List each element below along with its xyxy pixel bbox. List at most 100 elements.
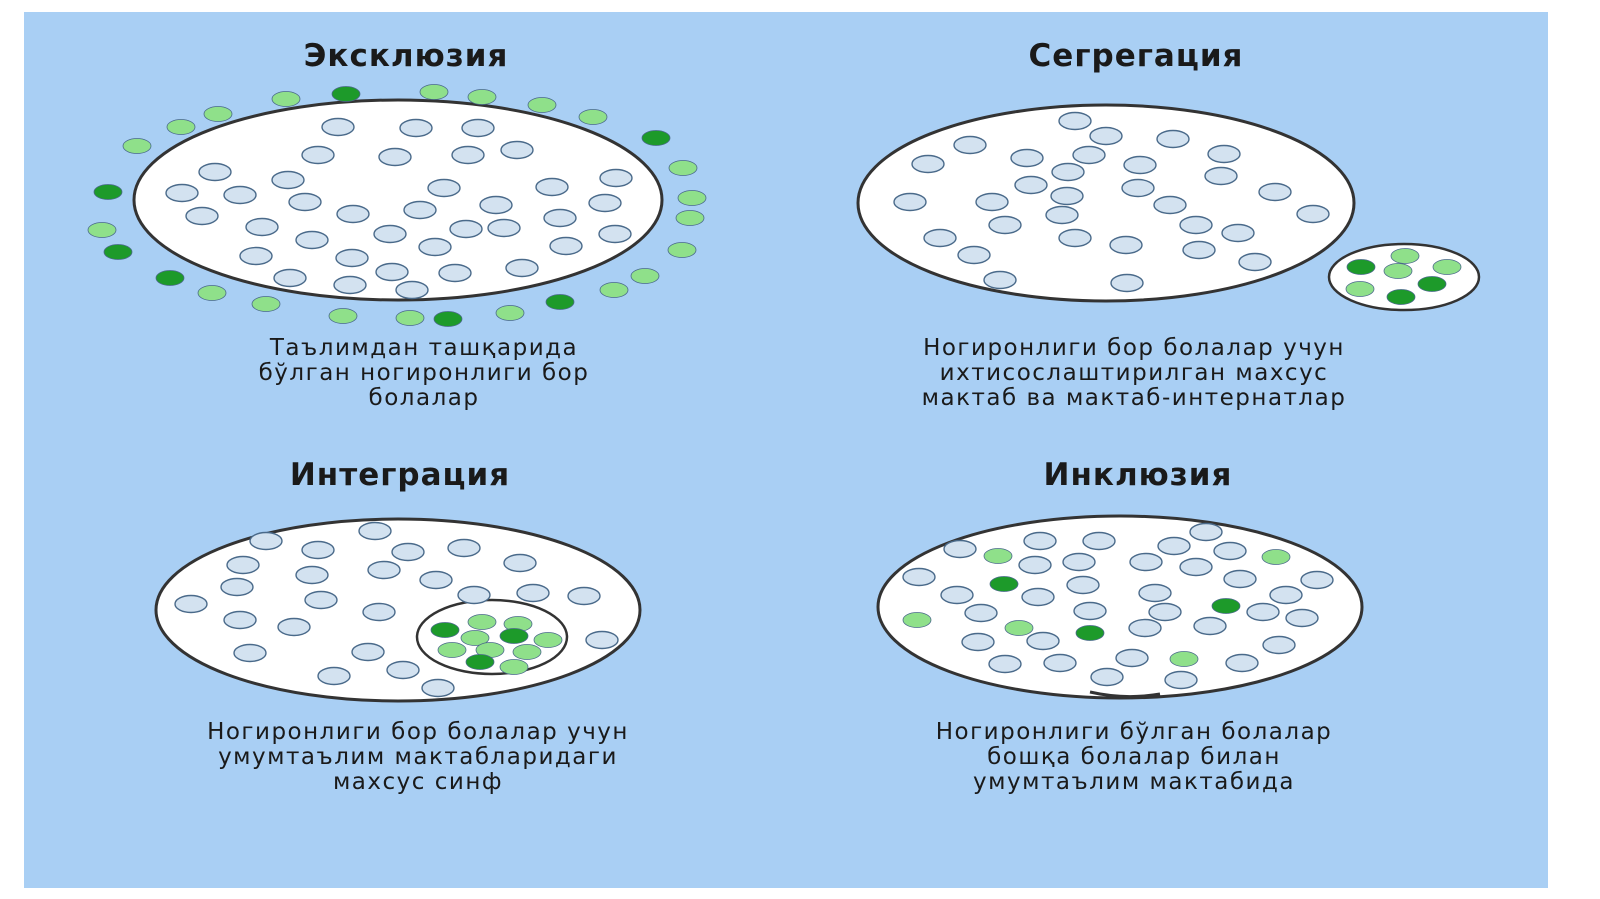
typical-child-dot xyxy=(438,263,472,283)
typical-child-dot xyxy=(245,217,279,237)
disabled-child-dot xyxy=(499,659,529,675)
disabled-child-dot xyxy=(93,184,123,200)
typical-child-dot xyxy=(1110,273,1144,293)
typical-child-dot xyxy=(1213,541,1247,561)
typical-child-dot xyxy=(367,560,401,580)
typical-child-dot xyxy=(421,678,455,698)
typical-child-dot xyxy=(1157,536,1191,556)
typical-child-dot xyxy=(419,570,453,590)
typical-child-dot xyxy=(1058,228,1092,248)
typical-child-dot xyxy=(1045,205,1079,225)
disabled-child-dot xyxy=(902,612,932,628)
typical-child-dot xyxy=(449,219,483,239)
typical-child-dot xyxy=(1164,670,1198,690)
typical-child-dot xyxy=(1073,601,1107,621)
typical-child-dot xyxy=(165,183,199,203)
typical-child-dot xyxy=(273,268,307,288)
caption-segregation: Ногиронлиги бор болалар учун ихтисослашт… xyxy=(784,336,1484,411)
typical-child-dot xyxy=(301,145,335,165)
disabled-child-dot xyxy=(677,190,707,206)
typical-child-dot xyxy=(1193,616,1227,636)
typical-child-dot xyxy=(295,565,329,585)
typical-child-dot xyxy=(301,540,335,560)
typical-child-dot xyxy=(975,192,1009,212)
typical-child-dot xyxy=(333,275,367,295)
typical-child-dot xyxy=(226,555,260,575)
typical-child-dot xyxy=(943,539,977,559)
typical-child-dot xyxy=(1179,215,1213,235)
typical-child-dot xyxy=(1018,555,1052,575)
disabled-child-dot xyxy=(465,654,495,670)
typical-child-dot xyxy=(1207,144,1241,164)
inclusion-outline-stroke xyxy=(1089,690,1161,699)
typical-child-dot xyxy=(1021,587,1055,607)
disabled-child-dot xyxy=(203,106,233,122)
disabled-child-dot xyxy=(1169,651,1199,667)
caption-line: Ногиронлиги бўлган болалар xyxy=(935,719,1333,745)
typical-child-dot xyxy=(233,643,267,663)
disabled-child-dot xyxy=(1432,259,1462,275)
disabled-child-dot xyxy=(578,109,608,125)
disabled-child-dot xyxy=(460,630,490,646)
disabled-child-dot xyxy=(1345,281,1375,297)
typical-child-dot xyxy=(1082,531,1116,551)
typical-child-dot xyxy=(911,154,945,174)
typical-child-dot xyxy=(1010,148,1044,168)
typical-child-dot xyxy=(1050,186,1084,206)
typical-child-dot xyxy=(451,145,485,165)
typical-child-dot xyxy=(447,538,481,558)
disabled-child-dot xyxy=(1075,625,1105,641)
disabled-child-dot xyxy=(197,285,227,301)
typical-child-dot xyxy=(940,585,974,605)
typical-child-dot xyxy=(220,577,254,597)
typical-child-dot xyxy=(223,185,257,205)
typical-child-dot xyxy=(1300,570,1334,590)
disabled-child-dot xyxy=(419,84,449,100)
caption-line: болалар xyxy=(368,385,480,411)
typical-child-dot xyxy=(239,246,273,266)
typical-child-dot xyxy=(599,168,633,188)
typical-child-dot xyxy=(1223,569,1257,589)
disabled-child-dot xyxy=(495,305,525,321)
typical-child-dot xyxy=(185,206,219,226)
typical-child-dot xyxy=(479,195,513,215)
typical-child-dot xyxy=(1115,648,1149,668)
typical-child-dot xyxy=(988,654,1022,674)
typical-child-dot xyxy=(1269,585,1303,605)
disabled-child-dot xyxy=(983,548,1013,564)
typical-child-dot xyxy=(1221,223,1255,243)
typical-child-dot xyxy=(1258,182,1292,202)
typical-child-dot xyxy=(598,224,632,244)
disabled-child-dot xyxy=(675,210,705,226)
caption-line: Ногиронлиги бор болалар учун xyxy=(207,719,629,745)
typical-child-dot xyxy=(1204,166,1238,186)
typical-child-dot xyxy=(391,542,425,562)
title-inclusion: Инклюзия xyxy=(1043,457,1233,493)
disabled-child-dot xyxy=(467,614,497,630)
disabled-child-dot xyxy=(155,270,185,286)
disabled-child-dot xyxy=(103,244,133,260)
disabled-child-dot xyxy=(512,644,542,660)
typical-child-dot xyxy=(403,200,437,220)
title-exclusion: Эксклюзия xyxy=(303,38,509,74)
typical-child-dot xyxy=(1090,667,1124,687)
disabled-child-dot xyxy=(533,632,563,648)
typical-child-dot xyxy=(174,594,208,614)
typical-child-dot xyxy=(1285,608,1319,628)
typical-child-dot xyxy=(1023,531,1057,551)
typical-child-dot xyxy=(1246,602,1280,622)
typical-child-dot xyxy=(1153,195,1187,215)
typical-child-dot xyxy=(198,162,232,182)
typical-child-dot xyxy=(1296,204,1330,224)
disabled-child-dot xyxy=(395,310,425,326)
typical-child-dot xyxy=(1182,240,1216,260)
typical-child-dot xyxy=(567,586,601,606)
title-integration: Интеграция xyxy=(289,457,511,493)
disabled-child-dot xyxy=(271,91,301,107)
typical-child-dot xyxy=(351,642,385,662)
disabled-child-dot xyxy=(430,622,460,638)
typical-child-dot xyxy=(588,193,622,213)
caption-line: умумтаълим мактабида xyxy=(973,769,1295,795)
typical-child-dot xyxy=(503,553,537,573)
